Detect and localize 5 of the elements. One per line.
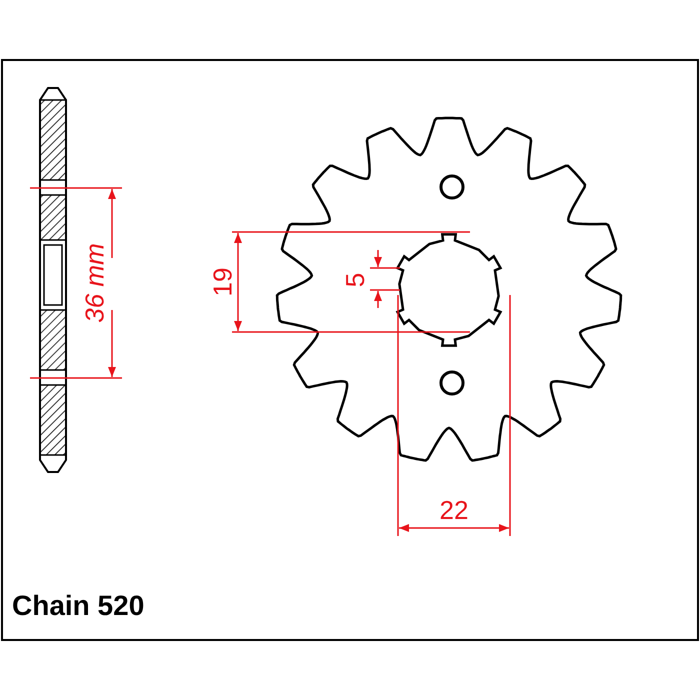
dimension-label: 22: [440, 497, 468, 523]
chain-size-label: Chain 520: [12, 592, 144, 620]
dimension-label: 36 mm: [81, 243, 108, 323]
dimension-label: 5: [342, 272, 368, 288]
dimension-label: 19: [208, 268, 235, 296]
